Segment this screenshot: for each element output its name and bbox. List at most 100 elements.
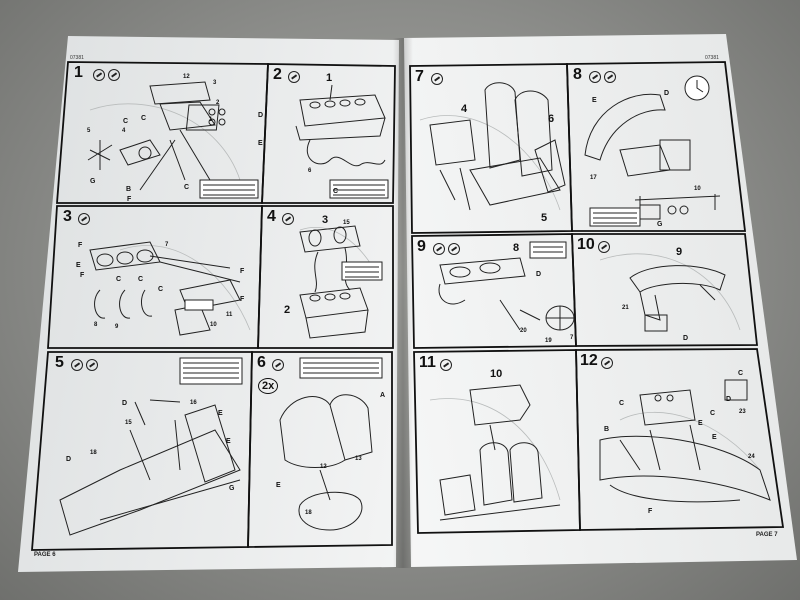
part-label: A xyxy=(380,392,386,399)
kit-code-right: 07381 xyxy=(705,55,719,61)
glue-icon xyxy=(589,71,601,83)
step-number-7: 7 xyxy=(415,68,424,85)
part-label: E xyxy=(698,420,703,427)
part-label: C xyxy=(116,276,122,283)
part-label: G xyxy=(229,485,235,492)
part-label: E xyxy=(218,410,223,417)
panel-step-4 xyxy=(257,205,394,349)
step-number-9: 9 xyxy=(417,238,426,255)
part-label: F xyxy=(80,272,85,279)
part-label: 7 xyxy=(570,335,574,341)
part-label: E xyxy=(226,438,231,445)
glue-icon xyxy=(71,359,83,371)
step-number-5: 5 xyxy=(55,354,64,371)
part-label: 1 xyxy=(209,117,213,123)
part-label: G xyxy=(657,221,663,228)
part-label: 3 xyxy=(322,214,329,226)
part-label: 23 xyxy=(739,409,746,415)
part-label: C xyxy=(158,286,164,293)
part-label: E xyxy=(712,434,717,441)
part-label: 11 xyxy=(226,312,233,318)
part-label: F xyxy=(127,196,132,203)
step-number-8: 8 xyxy=(573,66,582,83)
part-label: D xyxy=(122,400,128,407)
part-label: F xyxy=(240,296,245,303)
part-label: E xyxy=(76,262,81,269)
booklet-gutter xyxy=(393,38,413,568)
step-number-4: 4 xyxy=(267,208,276,225)
part-label: 10 xyxy=(490,368,503,380)
part-label: D xyxy=(683,335,689,342)
part-label: F xyxy=(648,508,653,515)
glue-icon xyxy=(272,359,284,371)
part-label: F xyxy=(240,268,245,275)
part-label: 18 xyxy=(305,510,312,516)
part-label: 15 xyxy=(343,220,350,226)
glue-icon xyxy=(93,69,105,81)
panel-step-7 xyxy=(409,63,573,234)
part-label: 20 xyxy=(520,328,527,334)
part-label: 7 xyxy=(165,242,169,248)
part-label: 15 xyxy=(125,420,132,426)
part-label: D xyxy=(536,271,542,278)
part-label: 4 xyxy=(461,103,468,115)
part-label: E xyxy=(276,482,281,489)
part-label: C xyxy=(619,400,625,407)
part-label: 1 xyxy=(326,72,333,84)
part-label: 10 xyxy=(694,186,701,192)
part-label: D xyxy=(726,396,732,403)
part-label: 24 xyxy=(748,454,755,460)
paint-icon xyxy=(604,71,616,83)
part-label: 6 xyxy=(308,168,312,174)
part-label: B xyxy=(604,426,610,433)
paint-icon xyxy=(86,359,98,371)
part-label: B xyxy=(126,186,132,193)
glue-icon xyxy=(601,357,613,369)
glue-icon xyxy=(598,241,610,253)
step-number-6: 6 xyxy=(257,354,266,371)
part-label: C xyxy=(710,410,716,417)
part-label: 16 xyxy=(190,400,197,406)
part-label: 12 xyxy=(320,464,327,470)
part-label: 8 xyxy=(94,322,98,328)
part-label: E xyxy=(258,140,263,147)
part-label: E xyxy=(592,97,597,104)
part-label: 4 xyxy=(122,128,126,134)
part-label: 2 xyxy=(284,304,291,316)
part-label: D xyxy=(664,90,670,97)
glue-icon xyxy=(78,213,90,225)
step-number-3: 3 xyxy=(63,208,72,225)
part-label: G xyxy=(90,178,96,185)
part-label: C xyxy=(184,184,190,191)
part-label: 19 xyxy=(545,338,552,344)
step-number-11: 11 xyxy=(419,354,436,371)
panel-step-10 xyxy=(571,233,759,347)
glue-icon xyxy=(288,71,300,83)
page-number-left: PAGE 6 xyxy=(34,552,56,558)
part-label: 3 xyxy=(213,80,217,86)
part-label: 9 xyxy=(676,246,683,258)
part-label: D xyxy=(66,456,72,463)
part-label: 9 xyxy=(115,324,119,330)
step-number-10: 10 xyxy=(577,236,595,253)
part-label: C xyxy=(333,188,339,195)
part-label: 5 xyxy=(541,212,548,224)
part-label: 12 xyxy=(183,74,190,80)
step-number-2: 2 xyxy=(273,66,282,83)
part-label: F xyxy=(78,242,83,249)
part-label: 5 xyxy=(87,128,91,134)
part-label: C xyxy=(138,276,144,283)
part-label: D xyxy=(258,112,264,119)
glue-icon xyxy=(433,243,445,255)
part-label: C xyxy=(141,115,147,122)
glue-icon xyxy=(431,73,443,85)
part-label: 8 xyxy=(513,242,520,254)
panel-step-12 xyxy=(575,348,785,531)
part-label: 17 xyxy=(590,175,597,181)
quantity-badge: 2x xyxy=(258,378,279,394)
part-label: C xyxy=(738,370,744,377)
part-label: 21 xyxy=(622,305,629,311)
panel-step-2 xyxy=(261,63,396,204)
